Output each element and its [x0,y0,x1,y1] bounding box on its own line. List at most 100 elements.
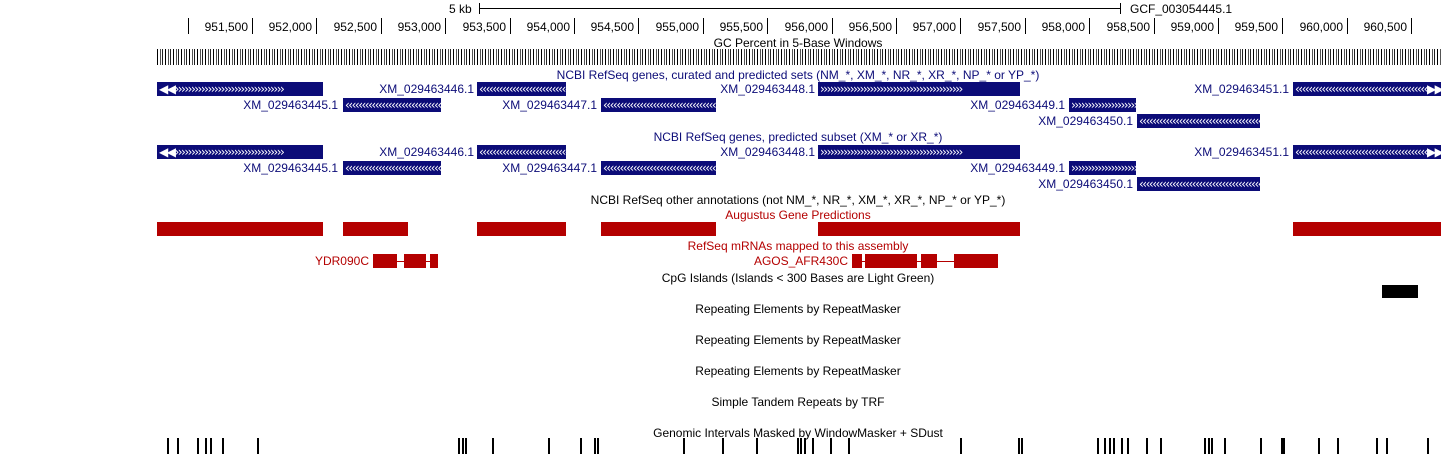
windowmasker-interval[interactable] [1211,438,1213,454]
windowmasker-interval[interactable] [458,438,460,454]
windowmasker-interval[interactable] [1127,438,1129,454]
mrna-exon[interactable] [921,254,937,268]
windowmasker-interval[interactable] [597,438,599,454]
augustus-feature[interactable] [601,222,716,236]
windowmasker-interval[interactable] [1104,438,1106,454]
repeatmasker-label[interactable]: Repeating Elements by RepeatMasker [695,302,901,316]
windowmasker-interval[interactable] [797,438,799,454]
mrna-exon[interactable] [373,254,397,268]
pred-feature-xm-029463447[interactable]: ‹‹‹‹‹‹‹‹‹‹‹‹‹‹‹‹‹‹‹‹‹‹‹‹‹‹‹‹‹‹‹‹‹‹‹‹‹‹‹‹… [601,161,716,175]
windowmasker-interval[interactable] [1386,438,1388,454]
windowmasker-interval[interactable] [1208,438,1210,454]
other-annotations-label[interactable]: NCBI RefSeq other annotations (not NM_*,… [590,193,1006,207]
pred-label-xm-029463449[interactable]: XM_029463449.1 [970,161,1065,175]
windowmasker-interval[interactable] [1146,438,1148,454]
pred-feature-xm-029463450[interactable]: ‹‹‹‹‹‹‹‹‹‹‹‹‹‹‹‹‹‹‹‹‹‹‹‹‹‹‹‹‹‹‹‹‹‹‹‹‹‹‹‹… [1137,177,1260,191]
pred-label-xm-029463451[interactable]: XM_029463451.1 [1194,145,1289,159]
gene-label-xm-029463449[interactable]: XM_029463449.1 [970,98,1065,112]
pred-label-xm-029463450[interactable]: XM_029463450.1 [1038,177,1133,191]
windowmasker-interval[interactable] [1427,438,1429,454]
windowmasker-interval[interactable] [848,438,850,454]
windowmasker-interval[interactable] [1097,438,1099,454]
windowmasker-interval[interactable] [1281,438,1283,454]
windowmasker-interval[interactable] [1021,438,1023,454]
cpg-island-feature[interactable] [1382,285,1418,298]
windowmasker-interval[interactable] [1160,438,1162,454]
windowmasker-interval[interactable] [1318,438,1320,454]
pred-feature-xm-029463449[interactable]: ››››››››››››››››››››››››››››››››››››››››… [1069,161,1136,175]
windowmasker-interval[interactable] [804,438,806,454]
windowmasker-interval[interactable] [800,438,802,454]
augustus-feature[interactable] [157,222,323,236]
mrna-track-label[interactable]: RefSeq mRNAs mapped to this assembly [687,239,909,253]
augustus-feature[interactable] [1293,222,1441,236]
mrna-label-agos-afr430c[interactable]: AGOS_AFR430C [753,254,848,268]
windowmasker-interval[interactable] [167,438,169,454]
windowmasker-interval[interactable] [722,438,724,454]
gene-label-xm-029463447[interactable]: XM_029463447.1 [502,98,597,112]
windowmasker-interval[interactable] [1113,438,1115,454]
windowmasker-interval[interactable] [1204,438,1206,454]
mrna-exon[interactable] [954,254,998,268]
mrna-exon[interactable] [404,254,426,268]
gene-feature-xm-029463451[interactable]: ‹‹‹‹‹‹‹‹‹‹‹‹‹‹‹‹‹‹‹‹‹‹‹‹‹‹‹‹‹‹‹‹‹‹‹‹‹‹‹‹… [1293,82,1441,96]
windowmasker-interval[interactable] [1283,438,1285,454]
pred-label-xm-029463447[interactable]: XM_029463447.1 [502,161,597,175]
windowmasker-interval[interactable] [205,438,207,454]
gene-label-xm-029463450[interactable]: XM_029463450.1 [1038,114,1133,128]
augustus-feature[interactable] [343,222,408,236]
gene-feature-xm-029463445-b[interactable]: ‹‹‹‹‹‹‹‹‹‹‹‹‹‹‹‹‹‹‹‹‹‹‹‹‹‹‹‹‹‹‹‹‹‹‹‹‹‹‹‹… [343,98,441,112]
windowmasker-interval[interactable] [462,438,464,454]
gc-percent-track[interactable] [157,49,1441,65]
windowmasker-interval[interactable] [1337,438,1339,454]
repeatmasker-label[interactable]: Repeating Elements by RepeatMasker [695,364,901,378]
windowmasker-interval[interactable] [1121,438,1123,454]
windowmasker-interval[interactable] [222,438,224,454]
mrna-label-ydr090c[interactable]: YDR090C [314,254,369,268]
gene-label-xm-029463445[interactable]: XM_029463445.1 [243,98,338,112]
augustus-feature[interactable] [477,222,566,236]
pred-feature-xm-029463448[interactable]: ››››››››››››››››››››››››››››››››››››››››… [818,145,1020,159]
cpg-track-label[interactable]: CpG Islands (Islands < 300 Bases are Lig… [661,271,935,285]
windowmasker-interval[interactable] [492,438,494,454]
windowmasker-interval[interactable] [177,438,179,454]
windowmasker-interval[interactable] [548,438,550,454]
windowmasker-label[interactable]: Genomic Intervals Masked by WindowMasker… [653,426,943,440]
windowmasker-interval[interactable] [257,438,259,454]
predicted-track-label[interactable]: NCBI RefSeq genes, predicted subset (XM_… [653,130,943,144]
pred-feature-xm-029463445-b[interactable]: ‹‹‹‹‹‹‹‹‹‹‹‹‹‹‹‹‹‹‹‹‹‹‹‹‹‹‹‹‹‹‹‹‹‹‹‹‹‹‹‹… [343,161,441,175]
gene-feature-xm-029463447[interactable]: ‹‹‹‹‹‹‹‹‹‹‹‹‹‹‹‹‹‹‹‹‹‹‹‹‹‹‹‹‹‹‹‹‹‹‹‹‹‹‹‹… [601,98,716,112]
gene-feature-xm-029463448[interactable]: ››››››››››››››››››››››››››››››››››››››››… [818,82,1020,96]
windowmasker-interval[interactable] [1018,438,1020,454]
windowmasker-interval[interactable] [812,438,814,454]
repeatmasker-label[interactable]: Repeating Elements by RepeatMasker [695,333,901,347]
windowmasker-interval[interactable] [580,438,582,454]
windowmasker-interval[interactable] [960,438,962,454]
pred-label-xm-029463445[interactable]: XM_029463445.1 [243,161,338,175]
windowmasker-interval[interactable] [1376,438,1378,454]
gene-feature-xm-029463450[interactable]: ‹‹‹‹‹‹‹‹‹‹‹‹‹‹‹‹‹‹‹‹‹‹‹‹‹‹‹‹‹‹‹‹‹‹‹‹‹‹‹‹… [1137,114,1260,128]
windowmasker-interval[interactable] [1224,438,1226,454]
augustus-feature[interactable] [818,222,1020,236]
gene-label-xm-029463451[interactable]: XM_029463451.1 [1194,82,1289,96]
trf-track-label[interactable]: Simple Tandem Repeats by TRF [711,395,885,409]
curated-track-label[interactable]: NCBI RefSeq genes, curated and predicted… [556,68,1040,82]
windowmasker-interval[interactable] [197,438,199,454]
windowmasker-interval[interactable] [683,438,685,454]
pred-feature-xm-029463446[interactable]: ‹‹‹‹‹‹‹‹‹‹‹‹‹‹‹‹‹‹‹‹‹‹‹‹‹‹‹‹‹‹‹‹‹‹‹‹‹‹‹‹… [477,145,566,159]
windowmasker-interval[interactable] [830,438,832,454]
gene-label-xm-029463446[interactable]: XM_029463446.1 [379,82,474,96]
mrna-exon[interactable] [430,254,438,268]
gene-feature-xm-029463449[interactable]: ››››››››››››››››››››››››››››››››››››››››… [1069,98,1136,112]
windowmasker-interval[interactable] [756,438,758,454]
pred-feature-xm-029463451[interactable]: ‹‹‹‹‹‹‹‹‹‹‹‹‹‹‹‹‹‹‹‹‹‹‹‹‹‹‹‹‹‹‹‹‹‹‹‹‹‹‹‹… [1293,145,1441,159]
pred-label-xm-029463448[interactable]: XM_029463448.1 [720,145,815,159]
windowmasker-interval[interactable] [1260,438,1262,454]
mrna-exon[interactable] [852,254,862,268]
gene-label-xm-029463448[interactable]: XM_029463448.1 [720,82,815,96]
windowmasker-interval[interactable] [1109,438,1111,454]
mrna-exon[interactable] [865,254,917,268]
augustus-track-label[interactable]: Augustus Gene Predictions [725,208,871,222]
windowmasker-interval[interactable] [594,438,596,454]
